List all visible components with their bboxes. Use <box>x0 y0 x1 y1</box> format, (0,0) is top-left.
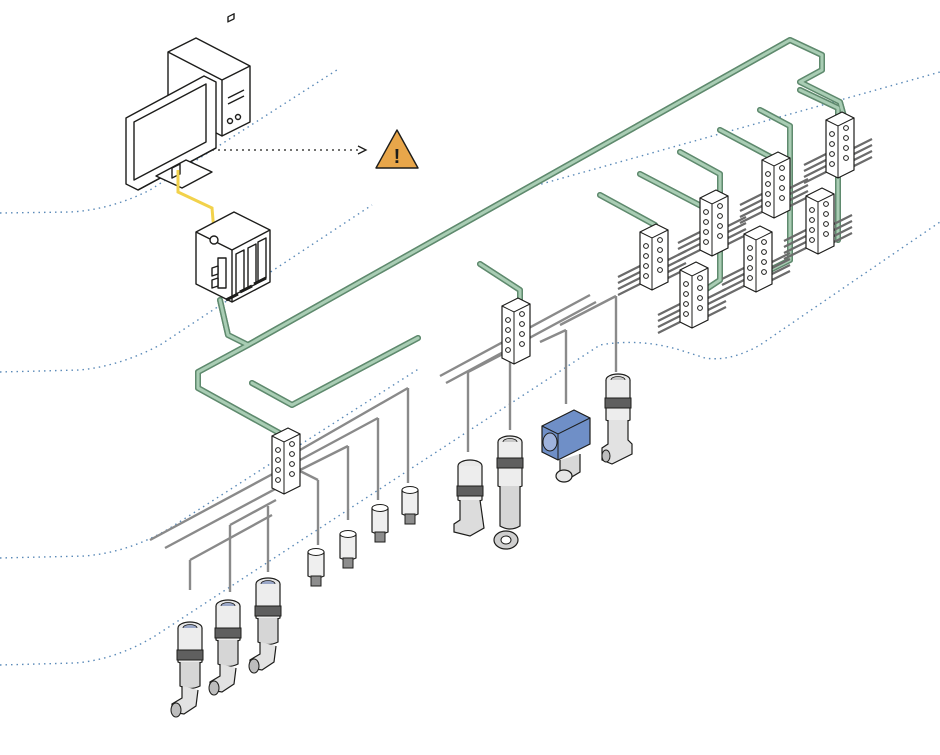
sensor-icon <box>307 547 325 587</box>
valve-icon <box>248 577 282 674</box>
io-module-icon <box>738 151 810 225</box>
valve-icon <box>170 621 204 718</box>
controller-icon <box>195 211 271 303</box>
warning-symbol: ! <box>394 146 401 168</box>
valve-icon <box>601 373 633 465</box>
sensor-icon <box>401 485 419 525</box>
io-module-icon <box>802 111 874 185</box>
controller-link-cable <box>176 170 216 233</box>
monitor-icon <box>125 75 217 191</box>
valve-icon <box>453 459 485 537</box>
sensor-icon <box>339 529 357 569</box>
io-module-icon <box>616 223 688 297</box>
valve-icon <box>208 599 242 696</box>
warning-icon: ! <box>375 129 419 169</box>
io-module-icon <box>271 427 301 495</box>
butterfly-valve-icon <box>541 409 591 483</box>
device-cables <box>149 293 618 592</box>
sensor-icon <box>371 503 389 543</box>
io-module-icon <box>501 297 531 365</box>
valve-icon <box>493 435 524 550</box>
zone-boundary-lines <box>0 67 940 666</box>
